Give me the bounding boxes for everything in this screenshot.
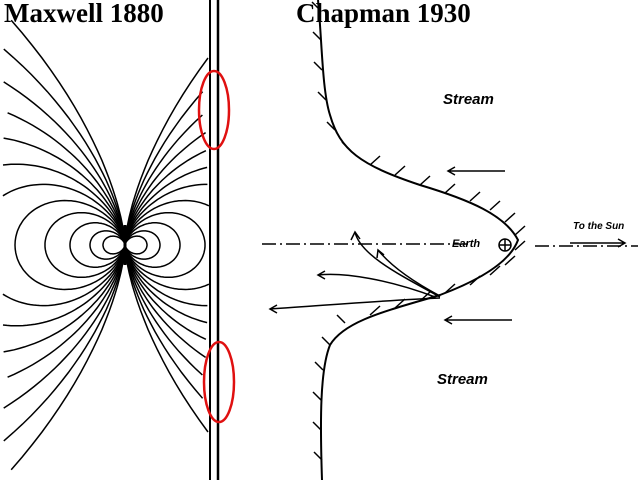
hatch-mark [326, 121, 336, 131]
field-line [10, 19, 126, 471]
hatch-mark [394, 165, 406, 176]
field-line [14, 199, 126, 291]
hatch-mark [313, 61, 323, 71]
earth-symbol [498, 238, 512, 252]
hatch-mark [312, 391, 322, 401]
field-line [89, 230, 126, 260]
field-line [124, 57, 209, 433]
hatch-mark [444, 283, 456, 294]
field-line [7, 112, 126, 378]
flow-arrows [268, 166, 627, 325]
field-line [124, 211, 206, 279]
magnetopause-boundary [317, 0, 520, 480]
field-line [124, 114, 203, 376]
highlight-ellipse-bottom [202, 340, 236, 424]
field-line [69, 222, 126, 268]
highlight-ellipse-top [197, 69, 231, 151]
field-line [124, 91, 204, 399]
field-line [124, 235, 148, 255]
hatch-mark [489, 265, 501, 276]
hatch-mark [514, 240, 526, 251]
hatch-mark [321, 336, 331, 346]
hatch-mark [469, 275, 481, 286]
hatch-mark [341, 141, 351, 151]
field-line [3, 48, 126, 442]
hatch-mark [469, 191, 481, 202]
hatch-mark [489, 200, 501, 211]
hatch-mark [514, 225, 526, 236]
boundary-hatching [311, 1, 526, 461]
field-line [102, 235, 126, 255]
stream-label-top: Stream [443, 91, 494, 108]
field-line [124, 131, 207, 359]
hatch-mark [444, 183, 456, 194]
hatch-mark [419, 175, 431, 186]
hatch-mark [313, 451, 323, 461]
field-line [124, 222, 181, 268]
hatch-mark [317, 91, 327, 101]
hatch-mark [369, 305, 381, 316]
dipole-field-lines [2, 19, 210, 471]
hatch-mark [314, 361, 324, 371]
sun-earth-line [262, 243, 638, 247]
field-line [124, 230, 161, 260]
hatch-mark [312, 421, 322, 431]
to-sun-label: To the Sun [573, 221, 625, 232]
hatch-mark [312, 31, 322, 41]
field-line [3, 81, 126, 409]
field-line [3, 137, 126, 353]
right-title: Chapman 1930 [296, 0, 471, 28]
hatch-mark [504, 255, 516, 266]
field-line [44, 211, 126, 279]
earth-label: Earth [452, 238, 481, 250]
left-title: Maxwell 1880 [4, 0, 164, 28]
hatch-mark [336, 314, 346, 324]
field-line [124, 150, 207, 340]
hatch-mark [369, 155, 381, 166]
hatch-mark [311, 1, 321, 11]
stream-label-bottom: Stream [437, 371, 488, 388]
hatch-mark [504, 212, 516, 223]
